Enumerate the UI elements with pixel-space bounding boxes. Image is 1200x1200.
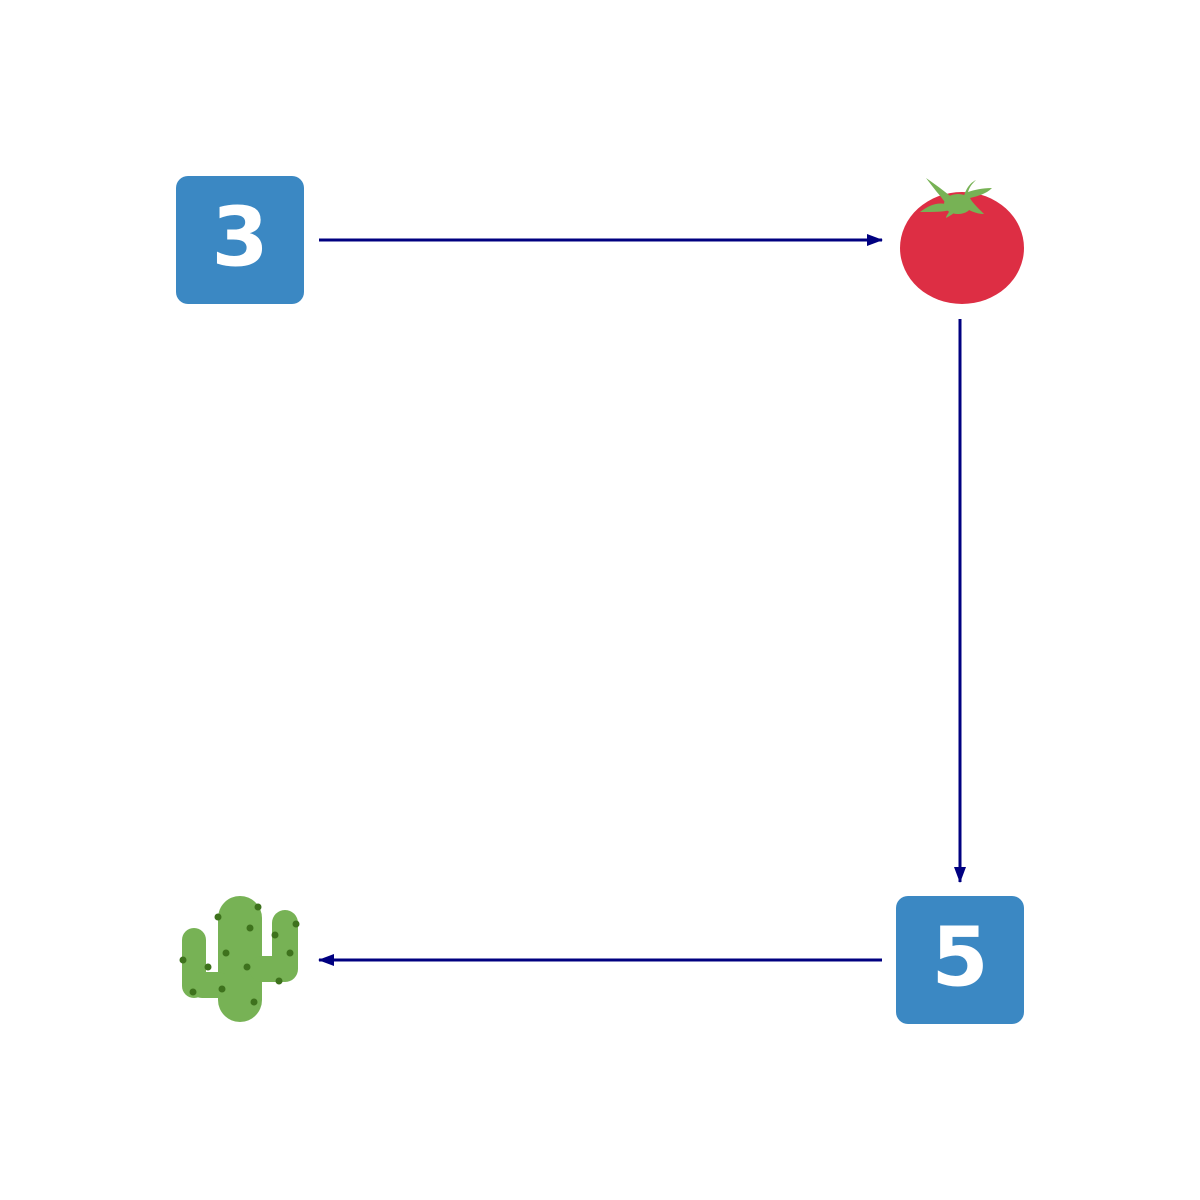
- keycap-three-label: 3: [211, 190, 268, 285]
- edges: [318, 234, 966, 966]
- keycap-digit-three-icon: 3: [176, 176, 304, 304]
- keycap-five-label: 5: [931, 910, 988, 1005]
- keycap-digit-five-icon: 5: [896, 896, 1024, 1024]
- tomato-icon: [900, 178, 1024, 304]
- cactus-icon: [179, 896, 300, 1022]
